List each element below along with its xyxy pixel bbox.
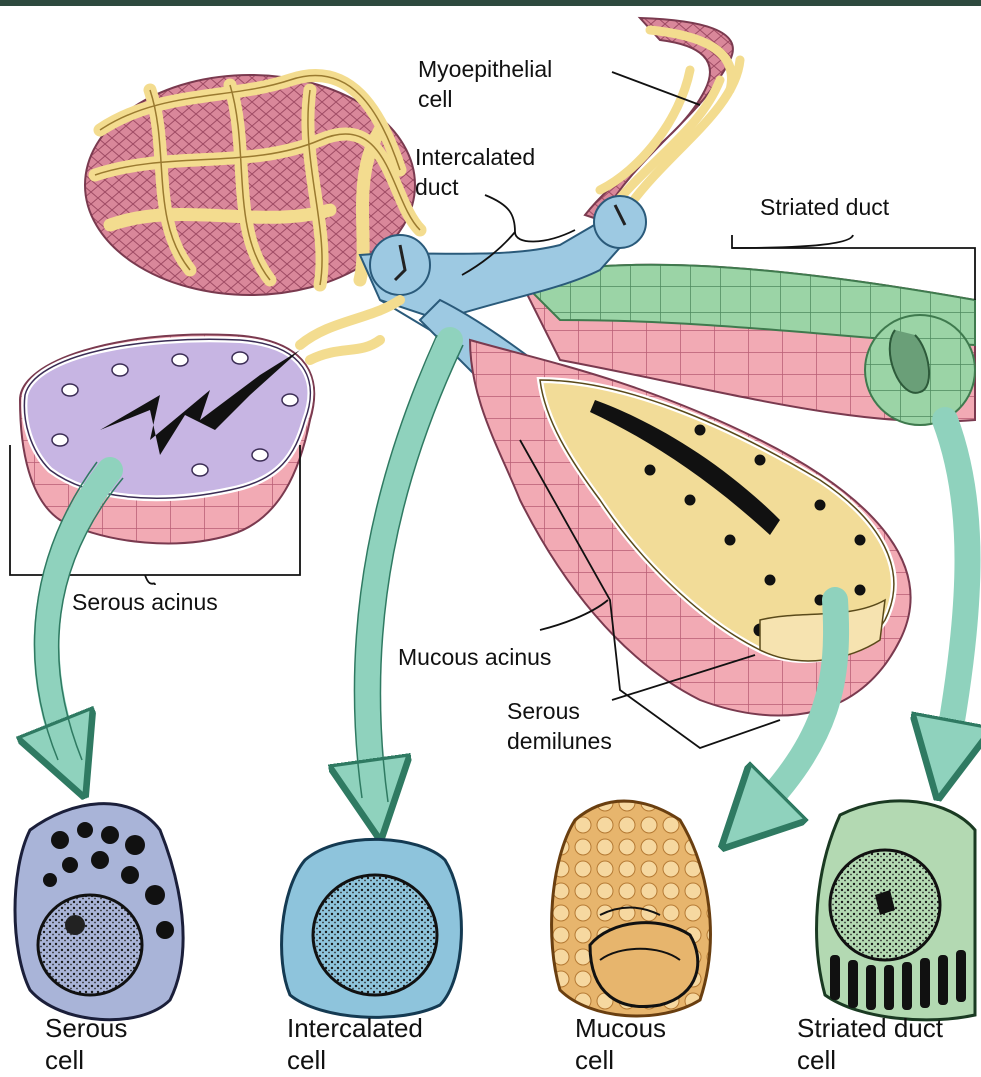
myoepithelial-label-line1: Myoepithelial	[418, 55, 552, 84]
serous-cell-label-line1: Serous	[45, 1012, 127, 1045]
striated-duct-cell-icon	[817, 801, 975, 1020]
serous-cell-icon	[15, 804, 183, 1020]
striated-duct-cell-label-line2: cell	[797, 1044, 836, 1077]
intercalated-cell-icon	[282, 839, 462, 1017]
myoepithelial-label-line2: cell	[418, 85, 453, 114]
serous-demilunes-label-line1: Serous	[507, 697, 580, 726]
mucous-cell-icon	[552, 801, 711, 1016]
serous-cell-label-line2: cell	[45, 1044, 84, 1077]
intercalated-duct-label-line2: duct	[415, 173, 458, 202]
mucous-acinus-label: Mucous acinus	[398, 643, 551, 672]
upper-duct	[585, 18, 740, 220]
myoepithelial-process	[300, 300, 400, 360]
striated-duct-label: Striated duct	[760, 193, 889, 222]
intercalated-cell-label-line1: Intercalated	[287, 1012, 423, 1045]
intercalated-cell-label-line2: cell	[287, 1044, 326, 1077]
striated-duct-cell-label-line1: Striated duct	[797, 1012, 943, 1045]
intercalated-duct-label-line1: Intercalated	[415, 143, 535, 172]
serous-demilunes-label-line2: demilunes	[507, 727, 612, 756]
serous-acinus-structure	[20, 334, 314, 543]
serous-acinus-label: Serous acinus	[72, 588, 218, 617]
mucous-cell-label-line2: cell	[575, 1044, 614, 1077]
mucous-cell-label-line1: Mucous	[575, 1012, 666, 1045]
